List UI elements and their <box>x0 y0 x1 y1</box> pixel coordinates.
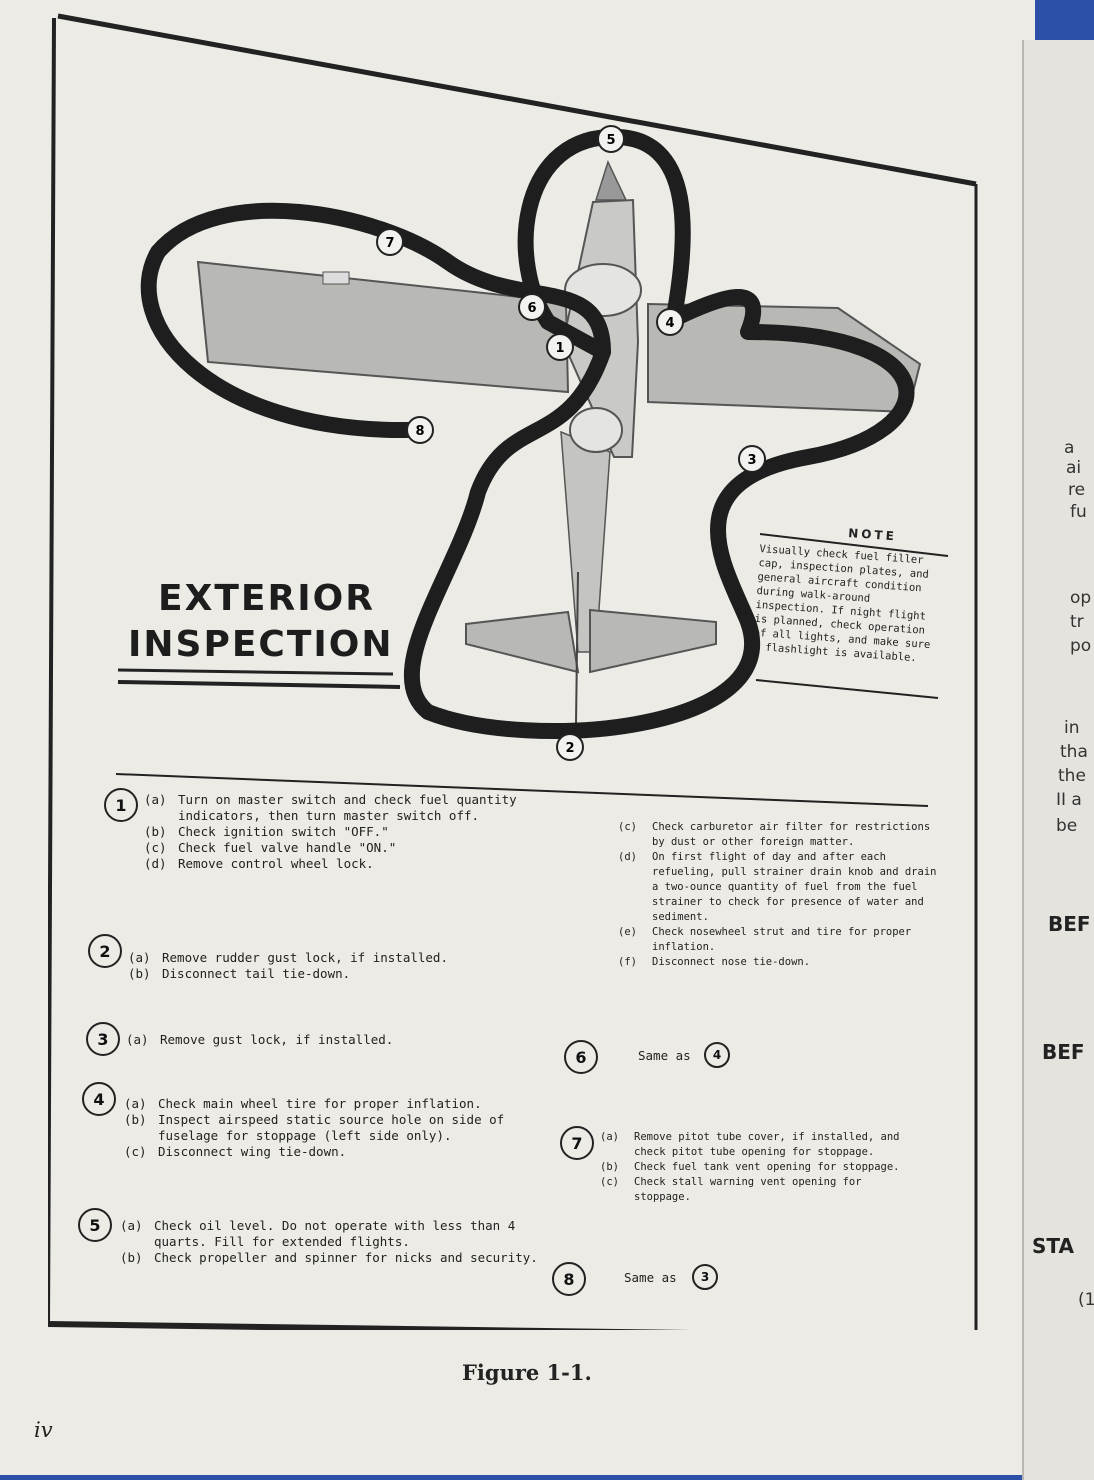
page2-fragment: ai <box>1066 458 1081 478</box>
step-number: 5 <box>78 1208 112 1242</box>
page2-fragment: the <box>1058 766 1086 786</box>
marker-1: 1 <box>555 341 564 356</box>
step-number: 3 <box>86 1022 120 1056</box>
marker-5: 5 <box>606 133 615 148</box>
step-number: 8 <box>552 1262 586 1296</box>
step-number: 2 <box>88 934 122 968</box>
marker-2: 2 <box>565 741 574 756</box>
marker-4: 4 <box>665 316 674 331</box>
marker-3: 3 <box>747 453 756 468</box>
page-number: iv <box>34 1418 53 1442</box>
page2-fragment: po <box>1070 636 1091 656</box>
page2-heading: BEF <box>1048 912 1091 936</box>
note-heading: NOTE <box>848 526 897 543</box>
step-1-list: (a)Turn on master switch and check fuel … <box>144 792 584 872</box>
marker-8: 8 <box>415 424 424 439</box>
page2-fragment: re <box>1068 480 1085 500</box>
figure-caption: Figure 1-1. <box>462 1360 592 1385</box>
frame-top-line <box>58 16 976 184</box>
page2-fragment: tha <box>1060 742 1088 762</box>
step-number: 7 <box>560 1126 594 1160</box>
page2-heading: STA <box>1032 1234 1074 1258</box>
facing-page: a ai re fu op tr po in tha the II a be B… <box>1022 40 1094 1480</box>
note-body: Visually check fuel filler cap, inspecti… <box>752 542 937 666</box>
page2-fragment: in <box>1064 718 1080 738</box>
marker-6: 6 <box>527 301 536 316</box>
manual-page: 5 7 6 1 4 8 3 2 EXTERIOR INSPECTION NOTE… <box>0 0 1035 1475</box>
page2-fragment: op <box>1070 588 1091 608</box>
page2-heading: BEF <box>1042 1040 1085 1064</box>
page2-fragment: be <box>1056 816 1077 836</box>
frame-bottom-line <box>48 1324 976 1330</box>
step-number: 4 <box>82 1082 116 1116</box>
title-line1: EXTERIOR <box>158 578 375 619</box>
page2-fragment: fu <box>1070 502 1087 522</box>
page2-fragment: a <box>1064 438 1074 458</box>
step-number: 1 <box>104 788 138 822</box>
page2-fragment: (1 <box>1078 1290 1094 1310</box>
frame-left-line <box>48 18 54 1324</box>
title-line2: INSPECTION <box>128 624 394 665</box>
marker-7: 7 <box>385 236 394 251</box>
page2-fragment: tr <box>1070 612 1084 632</box>
step-number: 6 <box>564 1040 598 1074</box>
step-1-continued: (c)Check carburetor air filter for restr… <box>618 820 938 970</box>
page2-fragment: II a <box>1056 790 1082 810</box>
